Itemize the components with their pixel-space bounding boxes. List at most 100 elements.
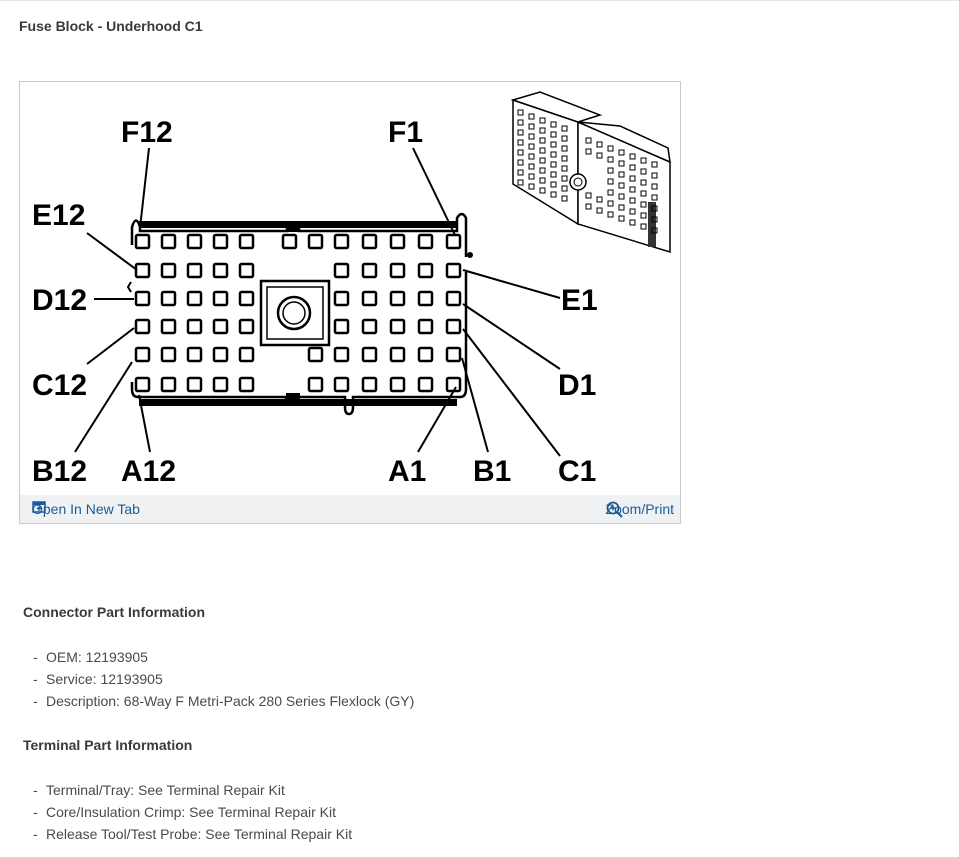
terminal-cavity (307, 346, 324, 363)
iso-cavity (618, 171, 625, 178)
connector-figure: F12 F1 E12 E1 D12 D1 C12 C1 B12 B1 A12 A… (19, 81, 681, 524)
terminal-cavity (134, 346, 151, 363)
iso-cavity (539, 137, 546, 144)
terminal-cavity (238, 376, 255, 393)
terminal-cavity (445, 262, 462, 279)
iso-cavity (585, 148, 592, 155)
iso-cavity (528, 123, 535, 130)
iso-cavity (528, 183, 535, 190)
terminal-cavity (134, 233, 151, 250)
top-divider (0, 0, 959, 1)
iso-cavity (517, 149, 524, 156)
terminal-info-list: -Terminal/Tray: See Terminal Repair Kit … (33, 779, 352, 845)
iso-cavity (585, 137, 592, 144)
terminal-cavity (238, 233, 255, 250)
iso-cavity (651, 172, 658, 179)
iso-cavity (561, 125, 568, 132)
terminal-cavity (160, 376, 177, 393)
terminal-cavity (160, 233, 177, 250)
iso-cavity (539, 187, 546, 194)
terminal-cavity (417, 233, 434, 250)
iso-cavity (651, 161, 658, 168)
terminal-cavity (389, 233, 406, 250)
terminal-cavity (361, 318, 378, 335)
terminal-cavity (361, 346, 378, 363)
iso-cavity (618, 204, 625, 211)
terminal-cavity (186, 376, 203, 393)
terminal-cavity (389, 290, 406, 307)
terminal-cavity (333, 376, 350, 393)
iso-cavity (528, 163, 535, 170)
iso-cavity (585, 203, 592, 210)
terminal-cavity (361, 290, 378, 307)
terminal-cavity (281, 233, 298, 250)
iso-cavity (561, 195, 568, 202)
iso-cavity (640, 212, 647, 219)
open-in-new-tab-link[interactable]: Open In New Tab (32, 501, 140, 517)
zoom-print-link[interactable]: Zoom/Print (605, 501, 674, 518)
terminal-cavity (389, 318, 406, 335)
iso-cavity (539, 177, 546, 184)
iso-cavity (528, 173, 535, 180)
terminal-info-heading: Terminal Part Information (23, 737, 193, 753)
iso-cavity (550, 161, 557, 168)
terminal-cavity (186, 346, 203, 363)
terminal-cavity (238, 290, 255, 307)
iso-cavity (528, 133, 535, 140)
iso-cavity (528, 153, 535, 160)
terminal-cavity (212, 290, 229, 307)
iso-cavity (607, 156, 614, 163)
pin-label-b1: B1 (473, 455, 511, 488)
pin-label-b12: B12 (32, 455, 87, 488)
connector-isometric-illustration (510, 91, 671, 254)
terminal-cavity (238, 346, 255, 363)
iso-cavity (517, 129, 524, 136)
connector-info-list: -OEM: 12193905 -Service: 12193905 -Descr… (33, 646, 414, 712)
terminal-cavity (417, 376, 434, 393)
iso-cavity (629, 197, 636, 204)
iso-cavity (651, 194, 658, 201)
list-item: -Description: 68-Way F Metri-Pack 280 Se… (33, 693, 415, 709)
iso-cavity (629, 153, 636, 160)
terminal-cavity (445, 376, 462, 393)
terminal-cavity (417, 290, 434, 307)
iso-cavity (618, 182, 625, 189)
iso-cavity (607, 145, 614, 152)
iso-cavity (517, 159, 524, 166)
iso-cavity (596, 207, 603, 214)
iso-cavity (629, 208, 636, 215)
open-new-tab-icon (32, 501, 46, 513)
terminal-cavity (186, 233, 203, 250)
iso-cavity (651, 216, 658, 223)
terminal-cavity-grid (134, 233, 462, 393)
list-item: -Service: 12193905 (33, 671, 163, 687)
iso-cavity (528, 113, 535, 120)
figure-toolbar: Open In New Tab Zoom/Print (20, 495, 680, 523)
iso-cavity (640, 223, 647, 230)
pin-label-c1: C1 (558, 455, 596, 488)
iso-cavity (651, 227, 658, 234)
terminal-cavity (212, 233, 229, 250)
iso-cavity (550, 151, 557, 158)
iso-cavity (618, 215, 625, 222)
terminal-cavity (417, 346, 434, 363)
connector-end-view-diagram: F12 F1 E12 E1 D12 D1 C12 C1 B12 B1 A12 A… (32, 91, 671, 488)
iso-cavity (596, 152, 603, 159)
terminal-cavity (160, 346, 177, 363)
iso-cavity (629, 164, 636, 171)
iso-cavity (561, 155, 568, 162)
iso-cavity (550, 141, 557, 148)
pin-label-a12: A12 (121, 455, 176, 488)
terminal-cavity (212, 262, 229, 279)
terminal-cavity (417, 262, 434, 279)
terminal-cavity (160, 262, 177, 279)
iso-cavity (629, 186, 636, 193)
iso-cavity (607, 178, 614, 185)
iso-cavity (596, 196, 603, 203)
zoom-print-label: Zoom/Print (605, 501, 674, 517)
iso-cavity (561, 175, 568, 182)
terminal-cavity (134, 376, 151, 393)
iso-cavity (517, 109, 524, 116)
terminal-cavity (307, 376, 324, 393)
iso-cavity (607, 200, 614, 207)
